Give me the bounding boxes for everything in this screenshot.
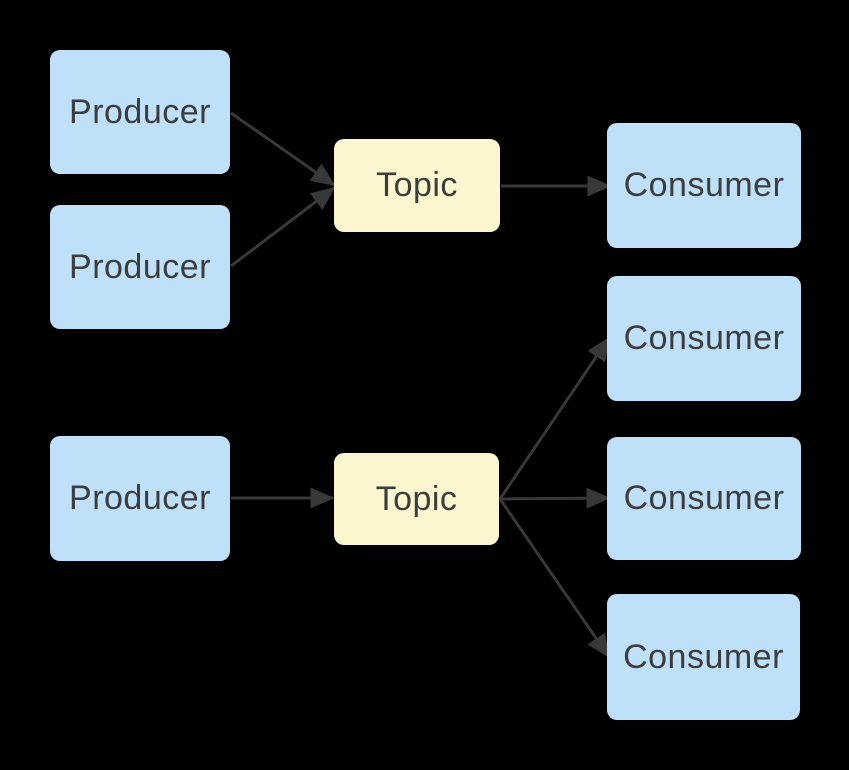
node-consumer-4: Consumer: [607, 594, 800, 720]
edge-topic2-consumer4: [498, 498, 611, 659]
node-consumer-3: Consumer: [607, 437, 801, 560]
node-producer-1-label: Producer: [69, 92, 211, 131]
node-consumer-2: Consumer: [607, 276, 801, 401]
node-topic-2-label: Topic: [375, 479, 458, 518]
node-topic-1: Topic: [334, 139, 500, 232]
edge-producer2-topic1: [230, 186, 336, 268]
node-consumer-1-label: Consumer: [623, 166, 785, 204]
node-consumer-3-label: Consumer: [623, 479, 785, 517]
edge-topic2-consumer2: [498, 336, 611, 500]
node-topic-1-label: Topic: [376, 166, 458, 204]
node-producer-3: Producer: [50, 436, 230, 561]
node-producer-2-label: Producer: [69, 247, 211, 286]
node-consumer-2-label: Consumer: [623, 319, 785, 357]
node-topic-2: Topic: [334, 453, 499, 545]
node-consumer-1: Consumer: [607, 123, 801, 248]
node-producer-1: Producer: [50, 50, 230, 174]
node-producer-3-label: Producer: [69, 479, 211, 517]
node-consumer-4-label: Consumer: [623, 637, 784, 676]
edge-topic2-consumer3: [499, 487, 611, 509]
node-producer-2: Producer: [50, 205, 230, 329]
edge-producer1-topic1: [230, 111, 336, 187]
